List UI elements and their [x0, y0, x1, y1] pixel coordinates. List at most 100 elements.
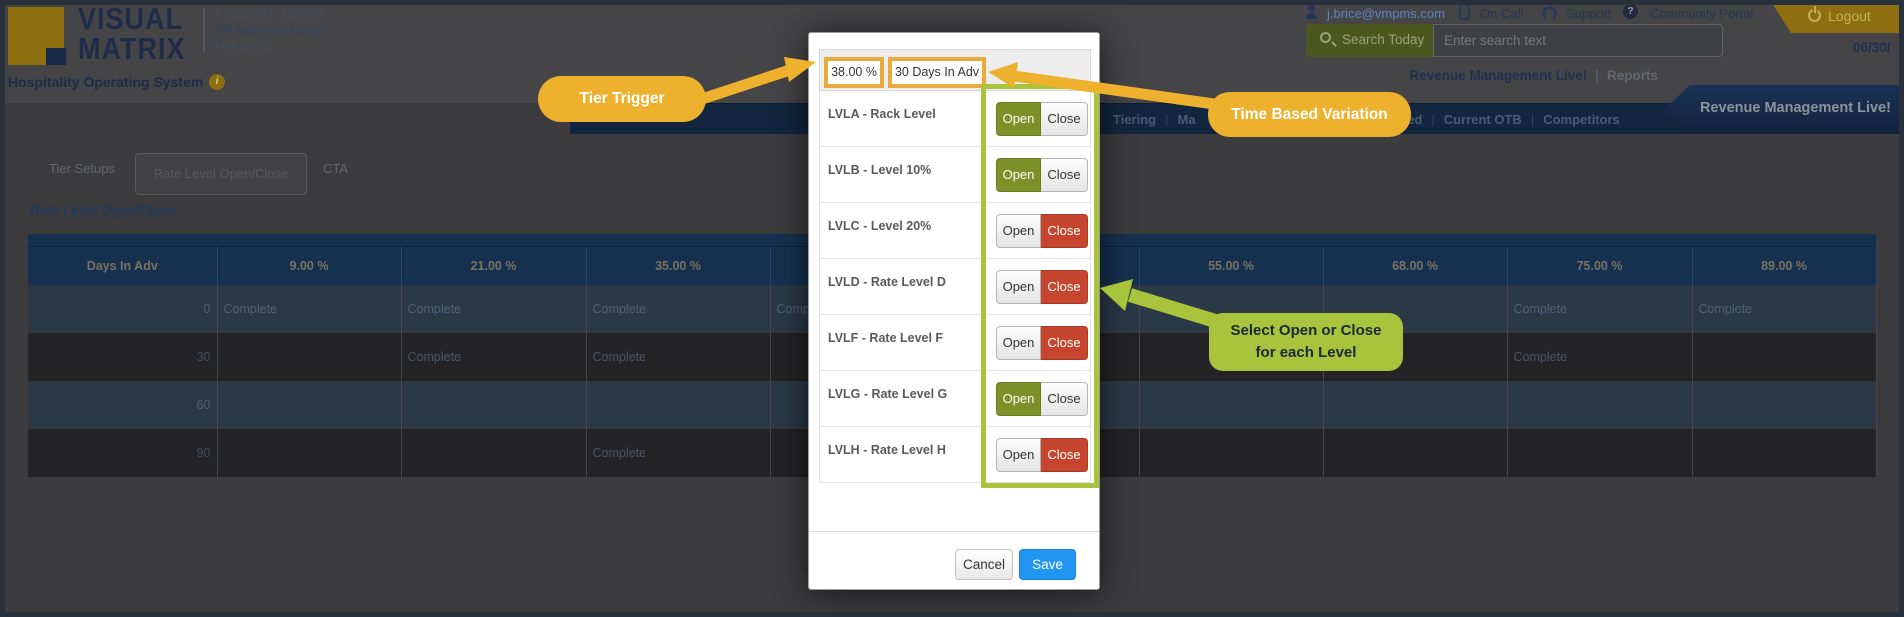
- open-button[interactable]: Open: [996, 158, 1041, 192]
- nav-item-competitors[interactable]: Competitors: [1543, 112, 1620, 127]
- days-in-adv-cell[interactable]: 0: [28, 285, 218, 333]
- level-label: LVLD - Rate Level D: [828, 275, 946, 289]
- logout-label: Logout: [1828, 8, 1871, 24]
- user-email-link[interactable]: j.brice@vmpms.com: [1327, 6, 1445, 21]
- status-cell-empty[interactable]: [1323, 429, 1508, 477]
- cancel-button[interactable]: Cancel: [955, 549, 1013, 580]
- level-label: LVLB - Level 10%: [828, 163, 932, 177]
- status-cell-complete[interactable]: Complete: [217, 285, 402, 333]
- community-portal-link[interactable]: Community Portal: [1650, 6, 1754, 21]
- tab-cta[interactable]: CTA: [323, 161, 349, 176]
- close-button[interactable]: Close: [1041, 438, 1088, 472]
- page-title: Rate Level Open/Close: [30, 203, 177, 218]
- breadcrumb-reports[interactable]: Reports: [1606, 68, 1658, 83]
- nav-right-fragment: ced|Current OTB|Competitors: [1400, 112, 1620, 127]
- modal-footer-divider: [809, 531, 1099, 532]
- status-cell-empty[interactable]: [1692, 333, 1877, 381]
- support-link[interactable]: Support: [1566, 6, 1612, 21]
- tab-rate-level-open-close[interactable]: Rate Level Open/Close: [135, 153, 307, 195]
- level-label: LVLF - Rate Level F: [828, 331, 944, 345]
- status-cell-complete[interactable]: Complete: [1507, 285, 1693, 333]
- open-button[interactable]: Open: [996, 270, 1041, 304]
- status-cell-complete[interactable]: Complete: [401, 285, 587, 333]
- status-cell-empty[interactable]: [586, 381, 771, 429]
- property-name: VM Learning Lodge: [215, 22, 327, 36]
- status-cell-empty[interactable]: [1692, 429, 1877, 477]
- days-in-adv-cell[interactable]: 90: [28, 429, 218, 477]
- search-today-button[interactable]: Search Today: [1306, 24, 1433, 57]
- status-cell-empty[interactable]: [401, 381, 587, 429]
- table-row: 60: [28, 381, 1877, 429]
- status-cell-empty[interactable]: [1323, 381, 1508, 429]
- save-button[interactable]: Save: [1019, 549, 1076, 580]
- status-cell-empty[interactable]: [217, 429, 402, 477]
- breadcrumb-separator: |: [1595, 68, 1599, 83]
- time-variation-value: 30 Days In Adv: [888, 57, 986, 88]
- open-button[interactable]: Open: [996, 102, 1041, 136]
- days-in-adv-cell[interactable]: 30: [28, 333, 218, 381]
- search-input[interactable]: [1433, 24, 1723, 57]
- property-id: PropertyID : LEARN: [215, 6, 323, 20]
- status-cell-complete[interactable]: Complete: [401, 333, 587, 381]
- level-label: LVLA - Rack Level: [828, 107, 936, 121]
- status-cell-empty[interactable]: [401, 429, 587, 477]
- breadcrumb-revenue-management[interactable]: Revenue Management Live!: [1409, 68, 1588, 83]
- column-header-tier: 9.00 %: [217, 247, 402, 285]
- callout-select-open-close: Select Open or Close for each Level: [1209, 313, 1403, 371]
- status-cell-empty[interactable]: [1692, 381, 1877, 429]
- close-button[interactable]: Close: [1041, 326, 1088, 360]
- logout-button[interactable]: [1770, 0, 1904, 33]
- level-label: LVLG - Rate Level G: [828, 387, 948, 401]
- on-call-link[interactable]: On Call: [1480, 6, 1524, 21]
- days-in-adv-cell[interactable]: 60: [28, 381, 218, 429]
- nav-item-current-otb[interactable]: Current OTB: [1443, 112, 1522, 127]
- logo-text-matrix: MATRIX: [78, 32, 186, 66]
- close-button[interactable]: Close: [1041, 102, 1088, 136]
- tier-trigger-value: 38.00 %: [824, 57, 884, 88]
- status-cell-empty[interactable]: [1507, 381, 1693, 429]
- column-header-tier: 21.00 %: [401, 247, 587, 285]
- tab-revenue-management-live[interactable]: Revenue Management Live!: [1664, 85, 1904, 134]
- status-cell-empty[interactable]: [217, 333, 402, 381]
- open-button[interactable]: Open: [996, 382, 1041, 416]
- status-cell-complete[interactable]: Complete: [586, 285, 771, 333]
- close-button[interactable]: Close: [1041, 270, 1088, 304]
- open-button[interactable]: Open: [996, 214, 1041, 248]
- status-cell-empty[interactable]: [1139, 381, 1324, 429]
- close-button[interactable]: Close: [1041, 158, 1088, 192]
- nav-item-tiering[interactable]: Tiering: [1113, 112, 1157, 127]
- status-cell-empty[interactable]: [1139, 429, 1324, 477]
- status-cell-complete[interactable]: Complete: [586, 333, 771, 381]
- open-button[interactable]: Open: [996, 438, 1041, 472]
- headset-icon: [1542, 6, 1557, 19]
- modal-header-strip: 38.00 % 30 Days In Adv: [819, 49, 1091, 91]
- status-cell-empty[interactable]: [217, 381, 402, 429]
- user-icon: [1305, 5, 1318, 19]
- status-cell-complete[interactable]: Complete: [1692, 285, 1877, 333]
- status-cell-empty[interactable]: [1507, 429, 1693, 477]
- callout-line-1: Select Open or Close: [1230, 322, 1382, 339]
- status-cell-complete[interactable]: Complete: [586, 429, 771, 477]
- search-today-label: Search Today: [1342, 32, 1425, 47]
- tab-tier-setups[interactable]: Tier Setups: [49, 161, 115, 176]
- callout-time-based-variation: Time Based Variation: [1208, 92, 1411, 137]
- help-icon[interactable]: [1623, 4, 1638, 19]
- nav-item-partial-1[interactable]: Ma: [1177, 112, 1196, 127]
- close-button[interactable]: Close: [1041, 382, 1088, 416]
- logo-accent-square: [46, 48, 66, 65]
- open-button[interactable]: Open: [996, 326, 1041, 360]
- rate-level-modal: 38.00 % 30 Days In Adv LVLA - Rack Level…: [808, 32, 1100, 590]
- info-icon[interactable]: [209, 74, 225, 90]
- close-button[interactable]: Close: [1041, 214, 1088, 248]
- status-cell-complete[interactable]: Complete: [1507, 333, 1693, 381]
